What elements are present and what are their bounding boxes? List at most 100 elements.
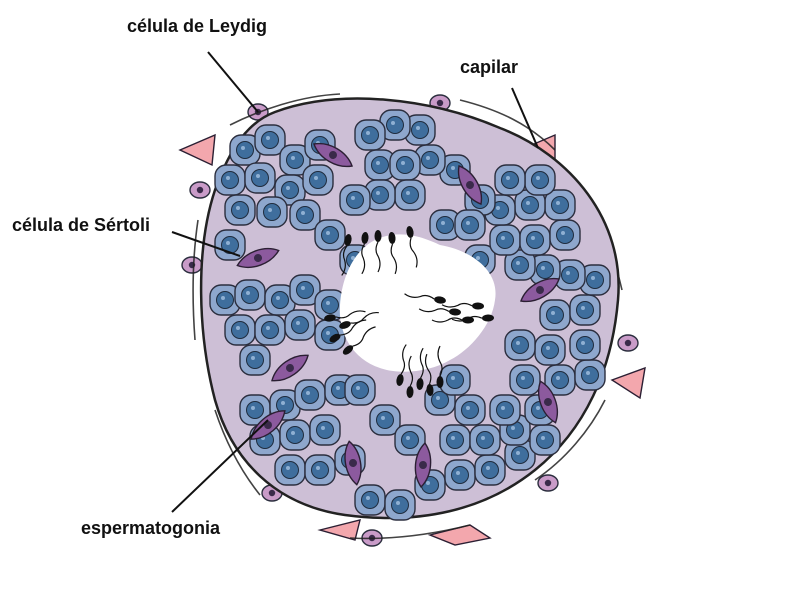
spermatogonium-icon xyxy=(394,424,426,456)
label-leaders xyxy=(171,51,539,513)
connective-tissue-strand xyxy=(214,409,261,496)
sperm-icon xyxy=(406,226,418,268)
spermatogonium-icon xyxy=(519,224,551,256)
sperm-icon xyxy=(396,344,407,386)
espermatogonia-leader xyxy=(171,419,269,513)
spermatogonium-icon xyxy=(309,414,341,446)
spermatogonium-icon xyxy=(439,364,471,396)
germ-cell-layer xyxy=(209,109,611,521)
spermatogonium-icon xyxy=(209,284,241,316)
sertoli-cell-icon xyxy=(236,247,280,269)
spermatogonium-icon xyxy=(284,309,316,341)
sertoli-cell-icon xyxy=(414,441,432,489)
spermatogonium-icon xyxy=(544,364,576,396)
spermatogonium-icon xyxy=(569,294,601,326)
sperm-icon xyxy=(424,353,434,396)
spermatogonium-icon xyxy=(289,199,321,231)
spermatogonium-icon xyxy=(489,224,521,256)
spermatogonium-icon xyxy=(314,219,346,251)
sperm-icon xyxy=(341,234,352,276)
leydig-cell-icon xyxy=(189,181,211,199)
spermatogonium-icon xyxy=(454,209,486,241)
spermatogonium-icon xyxy=(234,279,266,311)
spermatogonium-icon xyxy=(289,274,321,306)
spermatogonium-icon xyxy=(529,424,561,456)
spermatogonium-icon xyxy=(254,314,286,346)
spermatogonium-icon xyxy=(524,164,556,196)
spermatogonium-icon xyxy=(369,404,401,436)
spermatogonium-icon xyxy=(239,394,271,426)
sperm-icon xyxy=(388,232,398,275)
spermatogonium-icon xyxy=(294,379,326,411)
spermatogonium-icon xyxy=(494,164,526,196)
spermatogonium-icon xyxy=(379,109,411,141)
spermatogonium-icon xyxy=(544,189,576,221)
spermatogonium-icon xyxy=(214,164,246,196)
sperm-icon xyxy=(418,308,461,316)
spermatogonium-icon xyxy=(304,454,336,486)
connective-tissue-strand xyxy=(349,524,471,540)
spermatogonium-icon xyxy=(569,329,601,361)
connective-tissue-strand xyxy=(459,99,556,151)
capillary-icon xyxy=(610,366,646,400)
spermatogonium-icon xyxy=(244,162,276,194)
sertoli-cell-icon xyxy=(457,164,483,206)
sperm-icon xyxy=(406,355,414,398)
spermatogonium-icon xyxy=(469,424,501,456)
spermatogonium-icon xyxy=(534,334,566,366)
sertoli-cell-icon xyxy=(537,380,559,424)
spermatogonium-icon xyxy=(264,284,296,316)
spermatogonium-icon xyxy=(474,454,506,486)
spermatogonium-icon xyxy=(302,164,334,196)
spermatogonium-icon xyxy=(389,149,421,181)
sperm-icon xyxy=(339,311,379,329)
leydig-leader xyxy=(207,51,259,113)
spermatogonium-icon xyxy=(279,419,311,451)
connective-tissue-strand xyxy=(192,219,199,341)
spermatogonium-icon xyxy=(509,364,541,396)
sperm-icon xyxy=(374,230,382,273)
spermatogonium-icon xyxy=(344,374,376,406)
spermatogonium-icon xyxy=(254,124,286,156)
leydig-cell-icon xyxy=(181,256,203,274)
capilar-leader xyxy=(511,87,539,149)
sperm-icon xyxy=(451,314,494,322)
spermatogonium-icon xyxy=(354,484,386,516)
sertoli-cell-icon xyxy=(312,142,354,168)
capillary-icon xyxy=(317,519,361,541)
spermatogonium-icon xyxy=(384,489,416,521)
sperm-icon xyxy=(361,232,369,275)
capillary-icon xyxy=(178,133,216,167)
label-leydig-cell: célula de Leydig xyxy=(127,16,268,36)
sperm-icon xyxy=(342,326,376,355)
spermatogonium-icon xyxy=(504,439,536,471)
seminiferous-tubule xyxy=(199,97,620,521)
sertoli-cell-icon xyxy=(519,277,561,303)
spermatogonium-icon xyxy=(444,459,476,491)
spermatogonium-icon xyxy=(539,299,571,331)
spermatogonium-icon xyxy=(214,229,246,261)
sperm-icon xyxy=(431,316,474,324)
label-sertoli-cell: célula de Sértoli xyxy=(12,215,151,235)
spermatogonium-icon xyxy=(339,184,371,216)
sperm-icon xyxy=(436,345,444,388)
sperm-icon xyxy=(404,293,446,304)
spermatogonium-icon xyxy=(574,359,606,391)
sperm-icon xyxy=(441,302,484,310)
spermatogonium-icon xyxy=(274,174,306,206)
spermatogonium-icon xyxy=(489,394,521,426)
spermatogonium-icon xyxy=(414,144,446,176)
spermatogonium-icon xyxy=(394,179,426,211)
spermatogonium-icon xyxy=(439,424,471,456)
spermatogonium-icon xyxy=(504,249,536,281)
spermatogonium-icon xyxy=(256,196,288,228)
connective-tissue-strand xyxy=(534,399,606,481)
spermatogonium-icon xyxy=(224,314,256,346)
connective-tissue-strand xyxy=(229,93,341,126)
spermatogonium-icon xyxy=(274,454,306,486)
spermatogonium-icon xyxy=(514,189,546,221)
spermatogonium-icon xyxy=(429,209,461,241)
sperm-icon xyxy=(324,310,366,322)
spermatogonium-icon xyxy=(364,149,396,181)
